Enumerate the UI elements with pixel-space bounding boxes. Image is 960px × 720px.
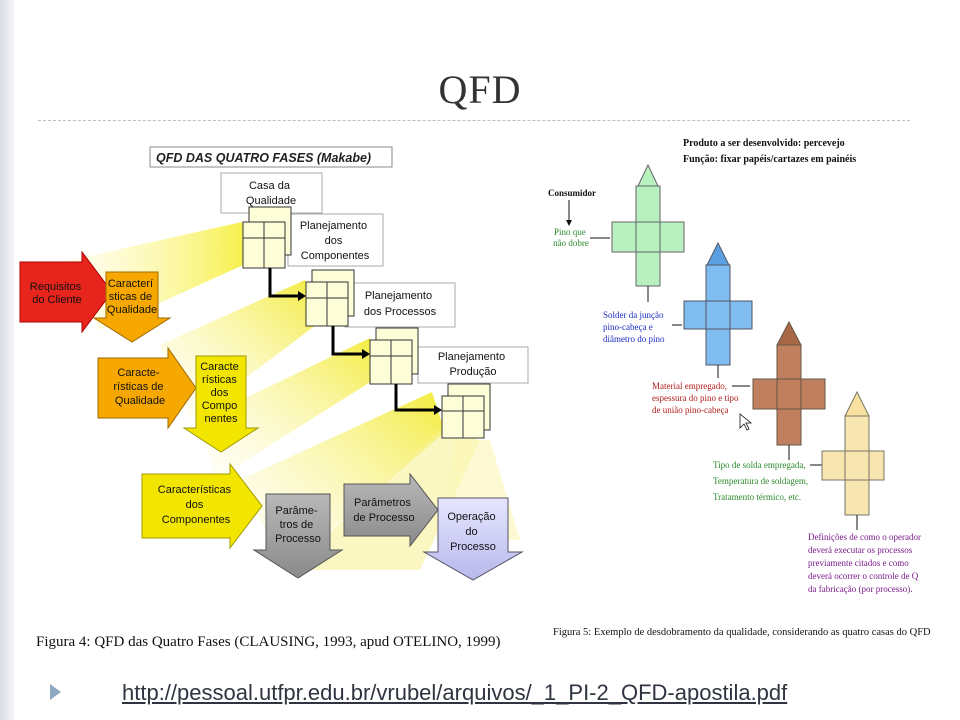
arrow-parametros-processo-down-label: Parâme- tros de Processo	[275, 505, 321, 545]
house-label-box-4	[417, 346, 529, 384]
arrow-caracteristicas-qualidade-right-label: Caracte- rísticas de Qualidade	[113, 367, 166, 407]
arrow-parametros-processo-right	[343, 472, 439, 548]
beam-3	[200, 338, 380, 480]
house-label-2: Planejamento dos Componentes	[300, 220, 370, 262]
figure-4-caption: Figura 4: QFD das Quatro Fases (CLAUSING…	[36, 634, 501, 650]
pin-cross-3	[752, 320, 826, 446]
arrow-caracteristicas-componentes-right-label: Características dos Componentes	[158, 484, 234, 526]
house-label-box-2	[287, 213, 384, 267]
note-2: Solder da junção pino-cabeça e diâmetro …	[603, 310, 666, 344]
house-3	[369, 327, 419, 385]
arrow-caracteristicas-componentes-right	[141, 462, 263, 550]
arrow-operacao-processo	[422, 497, 524, 581]
arrow-requisitos-cliente	[19, 250, 113, 334]
figure-5-caption: Figura 5: Exemplo de desdobramento da qu…	[553, 627, 931, 638]
arrow-parametros-processo-down	[252, 493, 344, 579]
arrow-operacao-processo-label: Operação do Processo	[447, 511, 498, 553]
pin-cross-1	[611, 163, 685, 287]
slide-left-border	[0, 0, 14, 720]
house-label-box-1	[220, 172, 323, 214]
reference-link[interactable]: http://pessoal.utfpr.edu.br/vrubel/arqui…	[122, 680, 788, 705]
arrow-caracteristicas-qualidade-label: Caracterí sticas de Qualidade	[107, 278, 157, 316]
pin-cross-2	[683, 241, 753, 366]
arrow-caracteristicas-qualidade-right	[97, 346, 197, 430]
consumer-label: Consumidor	[548, 188, 596, 198]
house-label-4: Planejamento Produção	[438, 351, 508, 378]
arrow-caracteristicas-qualidade-down	[92, 271, 172, 343]
arrow-requisitos-label: Requisitos do Cliente	[30, 281, 84, 306]
house-connectors	[268, 268, 438, 412]
house-4	[441, 383, 491, 439]
arrow-caracteristicas-componentes-down	[182, 355, 260, 453]
note-1: Pino que não dobre	[553, 227, 589, 248]
house-2	[305, 269, 355, 327]
bullet-arrow-icon	[50, 684, 61, 700]
diagram-heading-box	[149, 146, 393, 168]
function-header: Função: fixar papéis/cartazes em painéis	[683, 154, 856, 165]
connector-arrowheads	[298, 291, 442, 415]
note-4: Tipo de solda empregada, Temperatura de …	[713, 460, 810, 502]
mouse-cursor-icon	[739, 413, 753, 431]
house-label-1: Casa da Qualidade	[246, 180, 296, 207]
slide-title: QFD	[438, 67, 522, 112]
arrow-parametros-processo-right-label: Parâmetros de Processo	[353, 497, 414, 524]
product-header: Produto a ser desenvolvido: percevejo	[683, 138, 845, 149]
arrow-caracteristicas-componentes-down-label: Caracte rísticas dos Compo nentes	[200, 361, 242, 425]
house-label-3: Planejamento dos Processos	[364, 290, 437, 318]
pin-cross-4	[821, 390, 885, 516]
house-1	[242, 206, 292, 269]
diagram-heading: QFD DAS QUATRO FASES (Makabe)	[156, 151, 371, 165]
note-5: Definições de como o operador deverá exe…	[808, 532, 923, 594]
note-3: Material empregado, espessura do pino e …	[652, 381, 741, 415]
title-divider	[38, 120, 910, 121]
